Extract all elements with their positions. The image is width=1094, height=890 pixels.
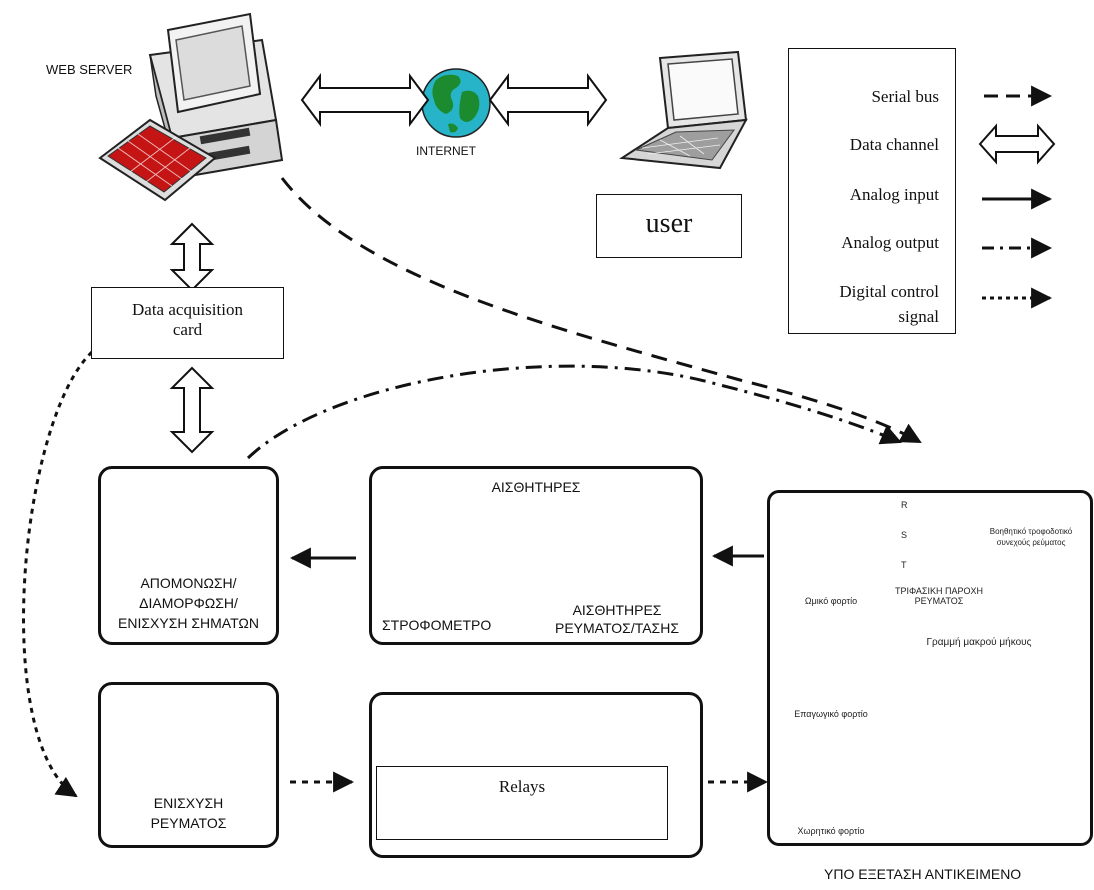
serial-bus-arrow xyxy=(280,177,922,444)
laptop-icon xyxy=(619,50,748,170)
internet-label: INTERNET xyxy=(416,144,476,158)
capacitive-load-label: Χωρητικό φορτίο xyxy=(797,826,865,836)
data-channel-arrow-internet-user xyxy=(488,73,608,127)
isolation-label-line3: ΕΝΙΣΧΥΣΗ ΣΗΜΑΤΩΝ xyxy=(118,615,259,631)
inductive-load-label: Επαγωγικό φορτίο xyxy=(794,709,868,719)
ohmic-load-label: Ωμικό φορτίο xyxy=(804,596,858,606)
isolation-label-line1: ΑΠΟΜΟΝΩΣΗ/ xyxy=(140,575,237,591)
current-amp-label-line1: ΕΝΙΣΧΥΣΗ xyxy=(153,795,224,811)
daq-label-line1: Data acquisition xyxy=(132,300,243,319)
current-amplifier-box: ΕΝΙΣΧΥΣΗ ΡΕΥΜΑΤΟΣ xyxy=(98,682,279,848)
three-phase-label-line1: ΤΡΙΦΑΣΙΚΗ ΠΑΡΟΧΗ xyxy=(894,586,983,596)
three-phase-label-line2: ΡΕΥΜΑΤΟΣ xyxy=(914,596,964,606)
phase-t-label: T xyxy=(901,560,907,570)
isolation-label-line2: ΔΙΑΜΟΡΦΩΣΗ/ xyxy=(139,595,238,611)
long-line-label: Γραμμή μακρού μήκους xyxy=(926,637,1032,648)
internet-globe-icon xyxy=(421,68,491,138)
medium-line-label: Γραμμή μεσαίου μήκους xyxy=(942,705,1016,729)
user-box: user xyxy=(596,194,742,258)
legend-digital-control-label-2: signal xyxy=(898,307,939,326)
sensors-title: ΑΙΣΘΗΤΗΡΕΣ xyxy=(491,479,581,495)
data-channel-arrow-daq-isolation xyxy=(169,366,215,454)
legend-serial-bus-label: Serial bus xyxy=(871,87,939,106)
legend-digital-control-label: Digital control xyxy=(839,282,939,301)
cv-sensors-label-line1: ΑΙΣΘΗΤΗΡΕΣ xyxy=(572,602,662,618)
keyboard-icon xyxy=(98,118,217,202)
data-channel-arrow-server-daq xyxy=(169,222,215,292)
phase-r-label: R xyxy=(901,500,908,510)
user-label: user xyxy=(645,208,693,239)
relays-label-box: Relays xyxy=(376,766,668,840)
short-line-label: Γραμμή μεγάλου μήκους xyxy=(942,779,1016,803)
digital-control-arrow-daq-amp xyxy=(22,350,94,798)
test-object-box xyxy=(767,490,1093,846)
cv-sensors-label-line2: ΡΕΥΜΑΤΟΣ/ΤΑΣΗΣ xyxy=(555,620,679,636)
current-amp-label-line2: ΡΕΥΜΑΤΟΣ xyxy=(150,815,227,831)
test-object-caption: ΥΠΟ ΕΞΕΤΑΣΗ ΑΝΤΙΚΕΙΜΕΝΟ xyxy=(824,866,1022,882)
data-channel-arrow-server-internet xyxy=(300,73,430,127)
legend-analog-output-label: Analog output xyxy=(841,233,939,252)
data-acquisition-card-box: Data acquisition card xyxy=(91,287,284,359)
torque-meter-label: ΣΤΡΟΦΟΜΕΤΡΟ xyxy=(382,617,492,633)
phase-s-label: S xyxy=(901,530,908,540)
sensors-box: ΑΙΣΘΗΤΗΡΕΣ ΣΤΡΟΦΟΜΕΤΡΟ ΑΙΣΘΗΤΗΡΕΣ ΡΕΥΜΑΤ… xyxy=(369,466,703,645)
analog-output-arrow xyxy=(246,364,902,460)
aux-source-label: Βοηθητικό τροφοδοτικό συνεχούς ρεύματος xyxy=(989,527,1073,547)
legend-analog-input-label: Analog input xyxy=(849,185,939,204)
web-server-label: WEB SERVER xyxy=(46,62,133,77)
legend-data-channel-symbol xyxy=(978,123,1056,165)
legend-box: Serial bus Data channel Analog input Ana… xyxy=(788,48,956,334)
signal-conditioning-box: ΑΠΟΜΟΝΩΣΗ/ ΔΙΑΜΟΡΦΩΣΗ/ ΕΝΙΣΧΥΣΗ ΣΗΜΑΤΩΝ xyxy=(98,466,279,645)
relays-label: Relays xyxy=(498,777,546,796)
daq-label-line2: card xyxy=(172,320,203,339)
legend-data-channel-label: Data channel xyxy=(849,135,939,154)
legend-symbols xyxy=(978,85,1056,309)
